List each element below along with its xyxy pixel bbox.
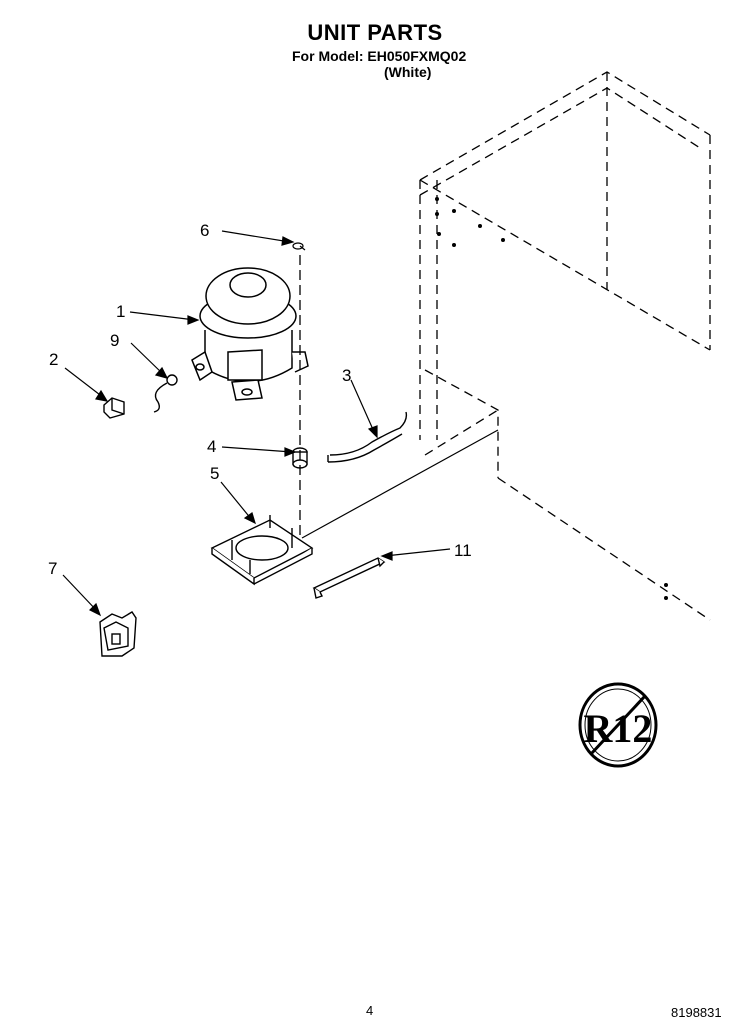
callout-1: 1 — [116, 302, 126, 321]
capillary-tube — [327, 411, 408, 463]
callout-5: 6 — [200, 221, 210, 240]
terminal-cover — [99, 611, 137, 657]
callout-2: 2 — [49, 350, 59, 369]
compressor — [191, 267, 309, 401]
callout-9: 9 — [110, 331, 120, 350]
relay-assembly — [153, 374, 178, 413]
mounting-clip — [292, 242, 306, 251]
mounting-bracket — [312, 557, 386, 599]
page-number: 4 — [366, 1003, 374, 1018]
leader-lines — [62, 230, 451, 617]
cabinet-holes — [435, 197, 668, 600]
overload-clip — [103, 397, 125, 419]
callout-11: 11 — [454, 541, 472, 560]
callout-6: 5 — [210, 464, 220, 483]
color-line: (White) — [384, 64, 432, 80]
callout-7: 7 — [48, 559, 58, 578]
connecting-line — [301, 429, 499, 539]
base-plate — [210, 515, 314, 586]
callout-3: 3 — [342, 366, 352, 385]
no-r12-symbol: R12 — [578, 682, 658, 768]
page-title: UNIT PARTS — [307, 20, 443, 45]
r12-label: R12 — [584, 706, 653, 751]
callout-4: 4 — [207, 437, 217, 456]
cabinet-outline — [419, 71, 711, 621]
model-line: For Model: EH050FXMQ02 — [292, 48, 467, 64]
document-number: 8198831 — [671, 1005, 722, 1020]
